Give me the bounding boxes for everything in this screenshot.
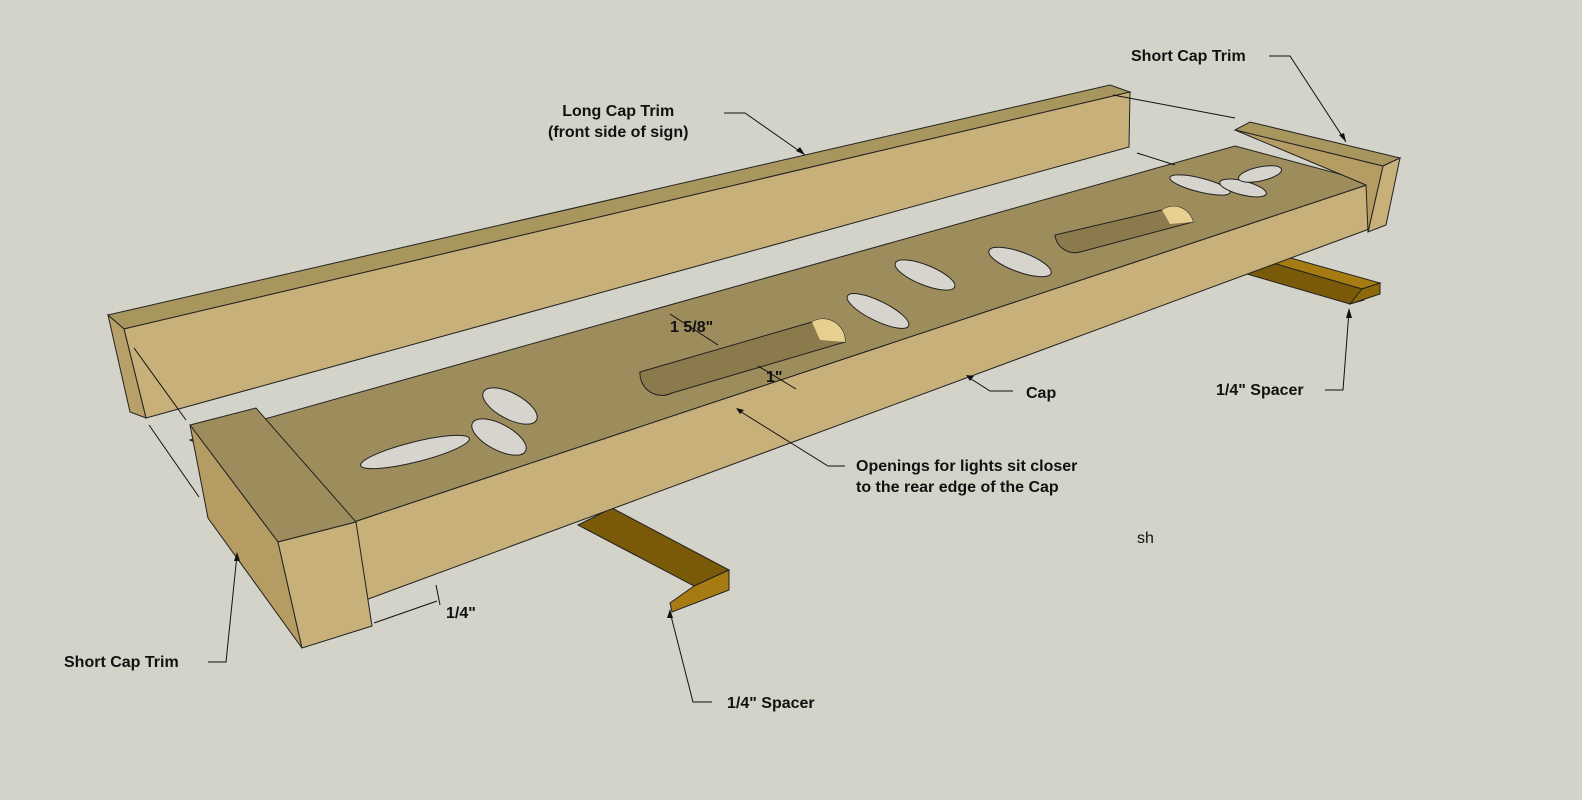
label-spacer-right: 1/4" Spacer — [1216, 382, 1304, 399]
short-cap-trim-left — [189, 407, 373, 649]
label-cap: Cap — [1026, 385, 1057, 402]
label-openings: Openings for lights sit closer to the re… — [856, 456, 1077, 498]
slot-opening-right — [1054, 205, 1194, 254]
stray-text: sh — [1137, 530, 1154, 547]
label-dim-1-4: 1/4" — [446, 605, 476, 622]
label-dim-1-5-8: 1 5/8" — [670, 319, 714, 336]
short-cap-trim-right — [1233, 121, 1402, 233]
label-short-cap-trim-bottom: Short Cap Trim — [64, 654, 179, 671]
label-long-cap-trim-line1: Long Cap Trim — [562, 103, 675, 120]
label-openings-line2: to the rear edge of the Cap — [856, 479, 1059, 496]
spacer-bottom — [576, 507, 731, 613]
label-openings-line1: Openings for lights sit closer — [856, 458, 1078, 475]
label-short-cap-trim-top: Short Cap Trim — [1131, 48, 1246, 65]
light-openings — [360, 165, 1283, 470]
label-long-cap-trim: Long Cap Trim (front side of sign) — [548, 101, 688, 143]
label-dim-1: 1" — [766, 369, 783, 386]
label-spacer-bottom: 1/4" Spacer — [727, 695, 815, 712]
leader-arrowheads — [234, 133, 1352, 618]
slot-opening-left — [639, 318, 846, 396]
leader-lines — [208, 55, 1350, 703]
long-cap-trim — [106, 84, 1132, 419]
label-long-cap-trim-line2: (front side of sign) — [548, 124, 689, 141]
dimension-lines — [133, 94, 1236, 624]
